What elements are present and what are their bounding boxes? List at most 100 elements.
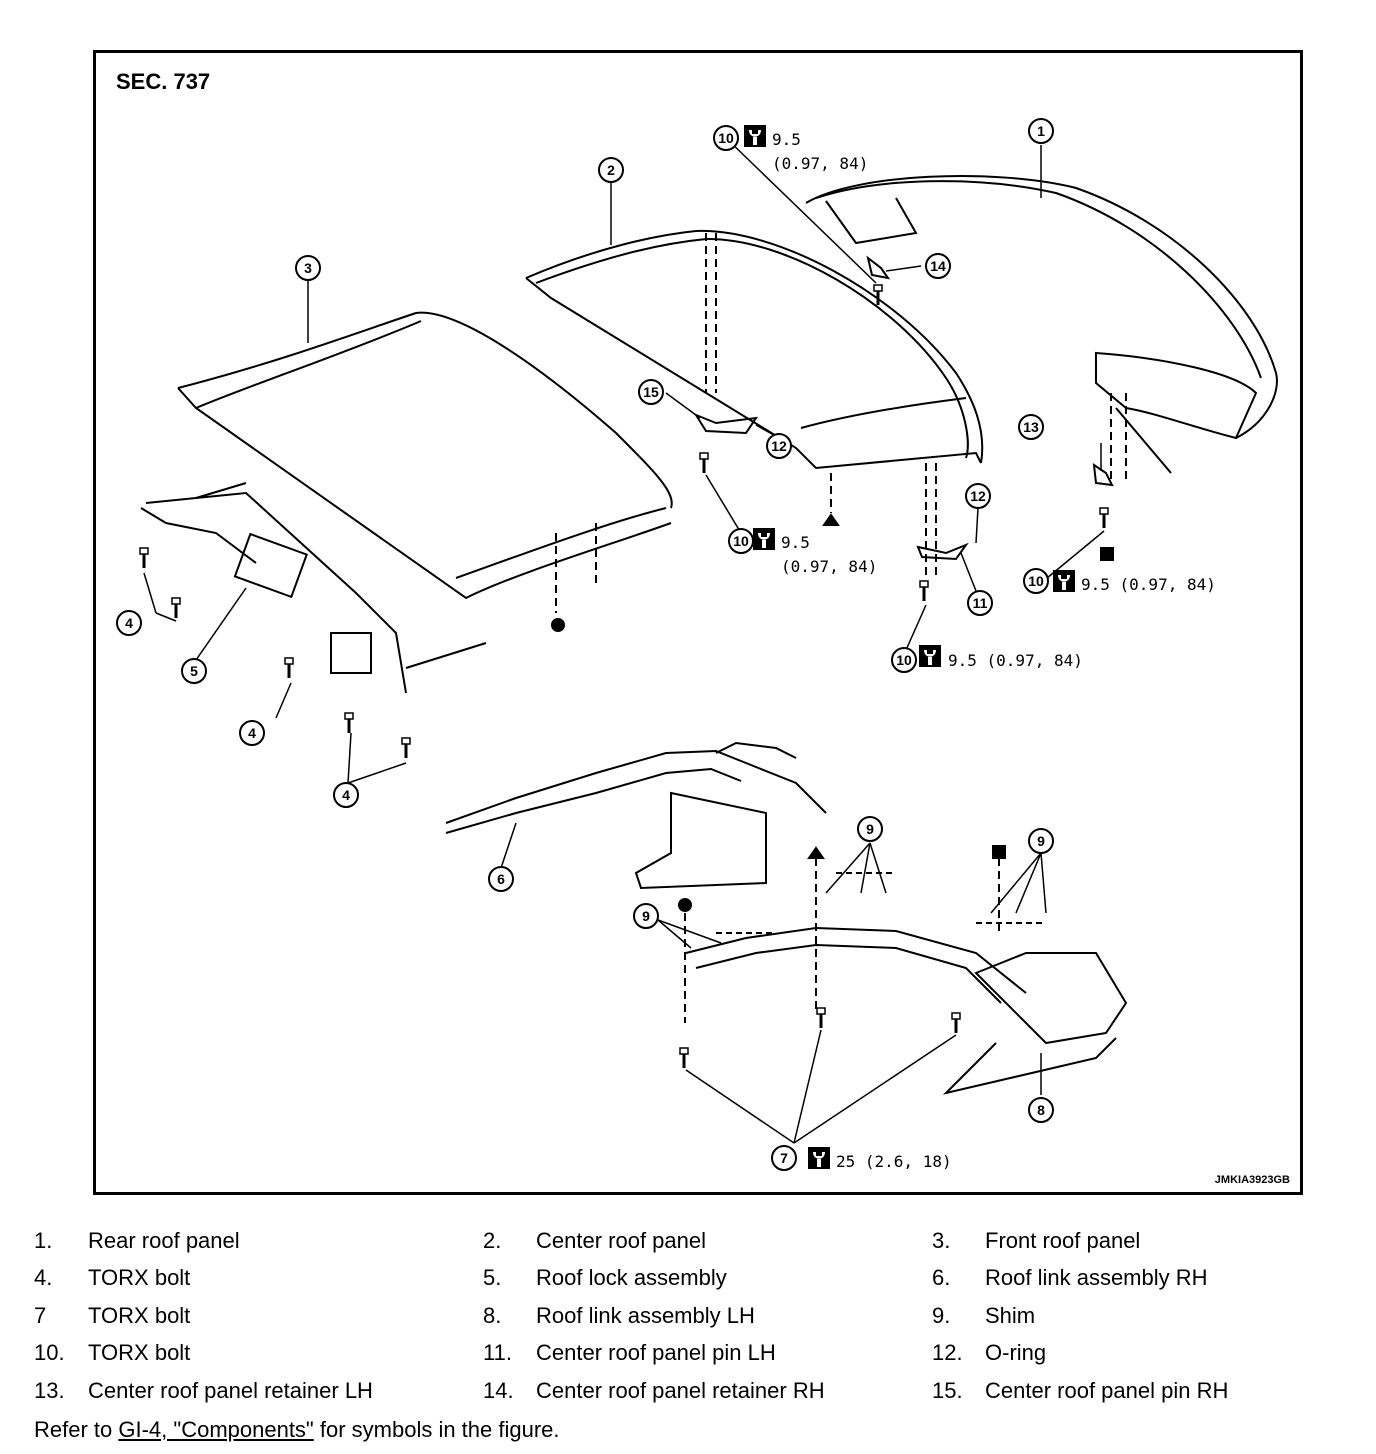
svg-text:5: 5 (190, 663, 198, 679)
svg-text:6: 6 (497, 871, 505, 887)
legend-row: 1. Rear roof panel 2. Center roof panel … (34, 1228, 1354, 1260)
legend-number: 15. (932, 1378, 963, 1403)
callout-6: 6 (488, 866, 514, 892)
svg-text:13: 13 (1023, 419, 1039, 435)
legend-row: 7 TORX bolt 8. Roof link assembly LH 9. … (34, 1303, 1354, 1335)
callout-15: 15 (638, 379, 664, 405)
legend-label: Roof link assembly LH (536, 1303, 755, 1328)
torque-symbols (744, 125, 1075, 1169)
torque-label-10-low: 9.5 (0.97, 84) (948, 651, 1083, 670)
legend-number: 2. (483, 1228, 502, 1253)
callout-1: 1 (1028, 118, 1054, 144)
legend-number: 4. (34, 1265, 53, 1290)
callout-2: 2 (598, 157, 624, 183)
rear-roof-panel (805, 175, 1278, 474)
roof-link-assembly-lh (678, 926, 1128, 1095)
callout-9: 9 (633, 903, 659, 929)
callout-9: 9 (1028, 828, 1054, 854)
legend-number: 12. (932, 1340, 963, 1365)
svg-text:11: 11 (973, 595, 988, 611)
legend-label: Shim (985, 1303, 1036, 1328)
refer-suffix: for symbols in the figure. (313, 1417, 560, 1442)
svg-text:4: 4 (125, 615, 133, 631)
callout-12: 12 (965, 483, 991, 509)
legend-number: 6. (932, 1265, 951, 1290)
legend-label: Center roof panel retainer LH (88, 1378, 373, 1403)
svg-text:3: 3 (304, 260, 312, 276)
svg-text:2: 2 (607, 162, 615, 178)
callout-4: 4 (116, 610, 142, 636)
legend-number: 3. (932, 1228, 951, 1253)
svg-text:1: 1 (1037, 123, 1045, 139)
legend-label: Center roof panel (536, 1228, 706, 1253)
callout-5: 5 (181, 658, 207, 684)
torque-labels: 9.5 (0.97, 84) 9.5 (0.97, 84) 9.5 (0.97,… (772, 130, 1216, 1171)
legend-label: Front roof panel (985, 1228, 1141, 1253)
torque-label-7: 25 (2.6, 18) (836, 1152, 952, 1171)
legend-number: 1. (34, 1228, 53, 1253)
legend-number: 5. (483, 1265, 502, 1290)
legend-label: TORX bolt (88, 1303, 191, 1328)
callout-4: 4 (333, 782, 359, 808)
legend-row: 10. TORX bolt 11. Center roof panel pin … (34, 1340, 1354, 1372)
callout-12: 12 (766, 433, 792, 459)
svg-text:15: 15 (643, 384, 659, 400)
legend-number: 11. (483, 1340, 512, 1365)
refer-note: Refer to GI-4, "Components" for symbols … (34, 1417, 560, 1443)
legend-number: 7 (34, 1303, 47, 1328)
callout-10: 10 (1023, 568, 1049, 594)
callout-10: 10 (891, 647, 917, 673)
roof-link-assembly-rh (445, 741, 827, 890)
legend-number: 9. (932, 1303, 951, 1328)
callout-8: 8 (1028, 1097, 1054, 1123)
callout-9: 9 (857, 816, 883, 842)
legend-label: Center roof panel pin LH (536, 1340, 776, 1365)
legend-row: 13. Center roof panel retainer LH 14. Ce… (34, 1378, 1354, 1410)
refer-prefix: Refer to (34, 1417, 119, 1442)
front-roof-panel (177, 311, 673, 613)
svg-text:12: 12 (970, 488, 986, 504)
callout-10: 10 (713, 125, 739, 151)
svg-text:4: 4 (248, 725, 256, 741)
legend-row: 4. TORX bolt 5. Roof lock assembly 6. Ro… (34, 1265, 1354, 1297)
center-roof-panel (525, 229, 984, 470)
svg-text:9: 9 (642, 908, 650, 924)
legend-number: 10. (34, 1340, 65, 1365)
legend-number: 13. (34, 1378, 65, 1403)
legend-label: Roof link assembly RH (985, 1265, 1208, 1290)
svg-text:12: 12 (771, 438, 787, 454)
svg-text:9: 9 (1037, 833, 1045, 849)
torque-label-10-mid: 9.5 (781, 533, 810, 552)
figure-id: JMKIA3923GB (1214, 1174, 1290, 1186)
section-label: SEC. 737 (116, 69, 211, 94)
svg-text:9: 9 (866, 821, 874, 837)
legend-label: O-ring (985, 1340, 1047, 1365)
callout-14: 14 (925, 253, 951, 279)
svg-text:10: 10 (896, 652, 912, 668)
torque-label-10-top-b: (0.97, 84) (772, 154, 868, 173)
callout-13: 13 (1018, 414, 1044, 440)
small-parts (551, 255, 1127, 1023)
roof-lock-assembly (138, 482, 487, 760)
torque-label-10-right: 9.5 (0.97, 84) (1081, 575, 1216, 594)
svg-text:7: 7 (780, 1150, 788, 1166)
legend-label: Center roof panel retainer RH (536, 1378, 825, 1403)
components-link[interactable]: GI-4, "Components" (118, 1417, 314, 1442)
svg-text:14: 14 (930, 258, 946, 274)
legend-label: TORX bolt (88, 1265, 191, 1290)
callout-10: 10 (728, 528, 754, 554)
legend-number: 8. (483, 1303, 502, 1328)
callout-11: 11 (967, 590, 993, 616)
legend-label: Center roof panel pin RH (985, 1378, 1229, 1403)
callout-4: 4 (239, 720, 265, 746)
svg-text:8: 8 (1037, 1102, 1045, 1118)
torque-label-10-top: 9.5 (772, 130, 801, 149)
svg-text:10: 10 (1028, 573, 1044, 589)
torque-label-10-mid-b: (0.97, 84) (781, 557, 877, 576)
legend-label: TORX bolt (88, 1340, 191, 1365)
callout-3: 3 (295, 255, 321, 281)
legend-number: 14. (483, 1378, 514, 1403)
svg-text:10: 10 (733, 533, 749, 549)
legend-label: Roof lock assembly (536, 1265, 727, 1290)
